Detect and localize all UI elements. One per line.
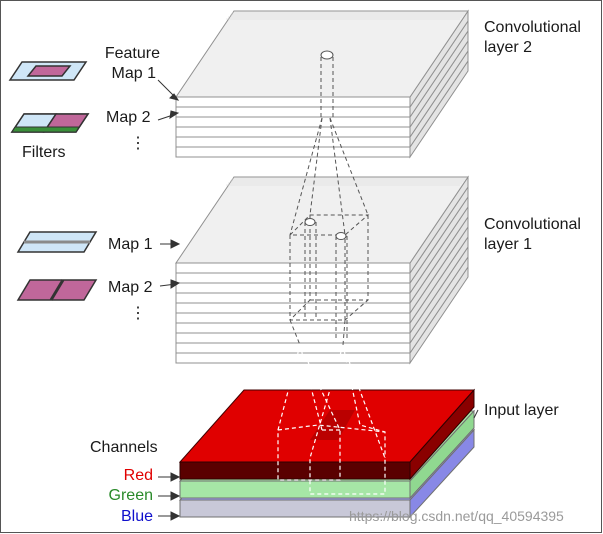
feature-label-line1: Feature xyxy=(104,45,160,62)
map2-label-conv1: Map 2 xyxy=(108,279,153,296)
conv1-slab-front xyxy=(175,282,411,294)
channel-green-label: Green xyxy=(108,487,153,504)
filters-label: Filters xyxy=(22,144,66,161)
conv1-slab-front xyxy=(175,262,411,274)
conv2-slab-front xyxy=(175,106,411,118)
channel-blue-label: Blue xyxy=(120,508,153,525)
map1-label-conv1: Map 1 xyxy=(108,236,153,253)
conv1-slab-front xyxy=(175,352,411,364)
conv2-slab-front xyxy=(175,116,411,128)
watermark: https://blog.csdn.net/qq_40594395 xyxy=(349,508,564,524)
conv2-slab-front xyxy=(175,136,411,148)
conv1-slab-front xyxy=(175,272,411,284)
input-layer-block xyxy=(178,388,476,519)
map1-label-conv2: Map 1 xyxy=(111,65,156,82)
blue-channel-side xyxy=(409,428,475,519)
conv2-slab-front xyxy=(175,146,411,158)
green-channel-side xyxy=(409,409,475,500)
receptive-field-shadow xyxy=(310,410,355,440)
red-channel-side xyxy=(409,388,475,481)
conv-layer-2-block xyxy=(175,9,469,159)
conv-layer-2-title-line1: Convolutional xyxy=(484,19,581,36)
input-layer-label: Input layer xyxy=(484,402,559,419)
neuron-top-conv1-a xyxy=(304,218,316,226)
map2-label-conv2: Map 2 xyxy=(106,109,151,126)
conv-layer-1-block xyxy=(175,175,469,365)
ellipsis-conv1: ⋮ xyxy=(130,305,146,322)
red-channel-front xyxy=(179,461,411,480)
conv2-slab-front xyxy=(175,126,411,138)
conv-layer-1-title-line2: layer 1 xyxy=(484,236,533,253)
conv1-slab-front xyxy=(175,342,411,354)
neuron-top-conv2 xyxy=(320,50,334,60)
green-channel-front xyxy=(179,480,411,499)
ellipsis-conv2: ⋮ xyxy=(130,135,146,152)
filter-icons xyxy=(8,61,98,301)
receptive-field-lines xyxy=(277,344,386,495)
channel-red-label: Red xyxy=(123,467,153,484)
conv1-slab-front xyxy=(175,302,411,314)
conv1-top-face xyxy=(175,176,469,264)
receptive-field-lines-grey xyxy=(289,57,370,346)
conv-layer-2-title-line2: layer 2 xyxy=(484,39,533,56)
label-arrows xyxy=(157,79,479,521)
conv1-slab-front xyxy=(175,292,411,304)
neuron-top-conv1-b xyxy=(335,232,347,240)
conv-layer-1-title-line1: Convolutional xyxy=(484,216,581,233)
conv1-slab-front xyxy=(175,332,411,344)
conv2-slab-front xyxy=(175,96,411,108)
channels-title: Channels xyxy=(90,439,158,456)
conv1-slab-front xyxy=(175,312,411,324)
